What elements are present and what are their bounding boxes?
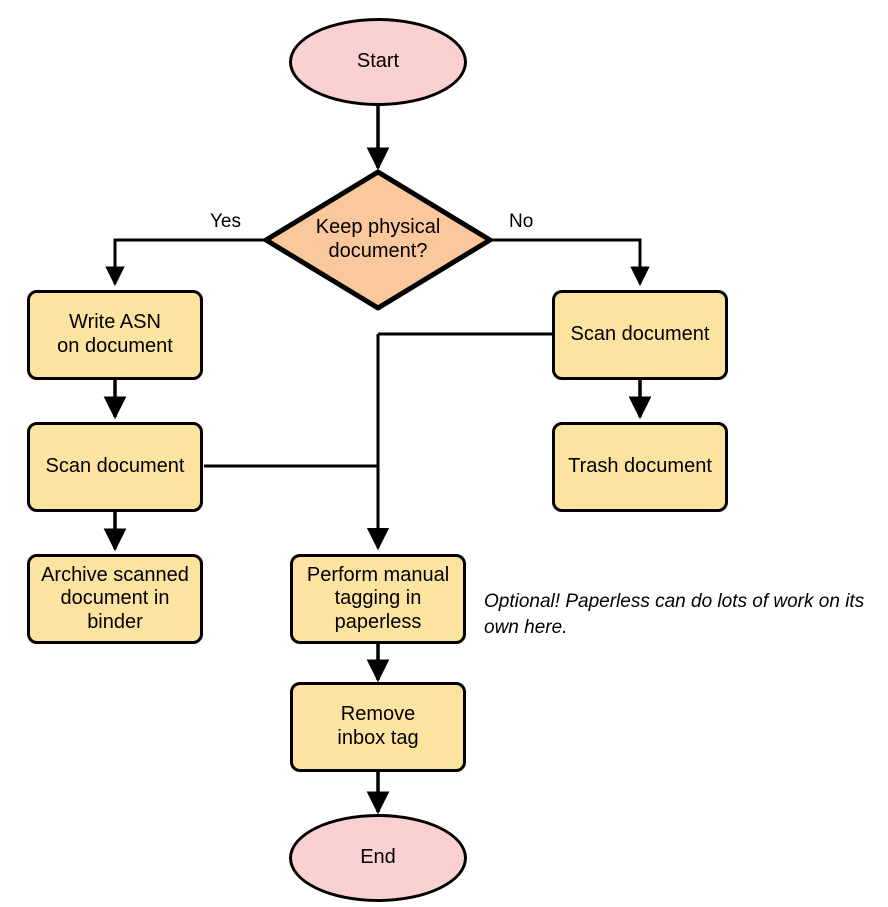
node-archive-scanned-document-in-binder-label: Archive scanned document in binder — [41, 563, 189, 633]
annotation-optional-note: Optional! Paperless can do lots of work … — [484, 591, 865, 638]
node-trash-document-label: Trash document — [568, 455, 712, 478]
node-perform-manual-tagging-in-paperless[interactable]: Perform manual tagging in paperless — [290, 554, 466, 644]
node-scan-document-right-label: Scan document — [570, 323, 710, 346]
node-start[interactable]: Start — [289, 18, 467, 106]
node-remove-inbox-tag[interactable]: Remove inbox tag — [290, 682, 466, 772]
node-scan-document-left-label: Scan document — [45, 455, 185, 478]
edge-label-yes: Yes — [210, 211, 241, 232]
node-scan-document-right[interactable]: Scan document — [552, 290, 728, 380]
edge-keep-to-write-asn — [105, 238, 265, 286]
node-write-asn-on-document-label: Write ASN on document — [57, 311, 173, 357]
decision-diamond-shape — [263, 169, 493, 311]
node-end[interactable]: End — [289, 814, 467, 902]
edge-label-no: No — [509, 211, 534, 232]
node-end-label: End — [360, 846, 396, 869]
node-write-asn-on-document[interactable]: Write ASN on document — [27, 290, 203, 380]
node-archive-scanned-document-in-binder[interactable]: Archive scanned document in binder — [27, 554, 203, 644]
node-remove-inbox-tag-label: Remove inbox tag — [337, 703, 419, 749]
node-scan-document-left[interactable]: Scan document — [27, 422, 203, 512]
node-trash-document[interactable]: Trash document — [552, 422, 728, 512]
node-start-label: Start — [356, 50, 400, 73]
node-keep-physical-document-label: Keep physical document? — [315, 216, 441, 262]
edge-keep-to-scan-right — [490, 238, 650, 286]
node-keep-physical-document[interactable]: Keep physical document? — [262, 168, 494, 312]
node-perform-manual-tagging-in-paperless-label: Perform manual tagging in paperless — [306, 563, 450, 633]
